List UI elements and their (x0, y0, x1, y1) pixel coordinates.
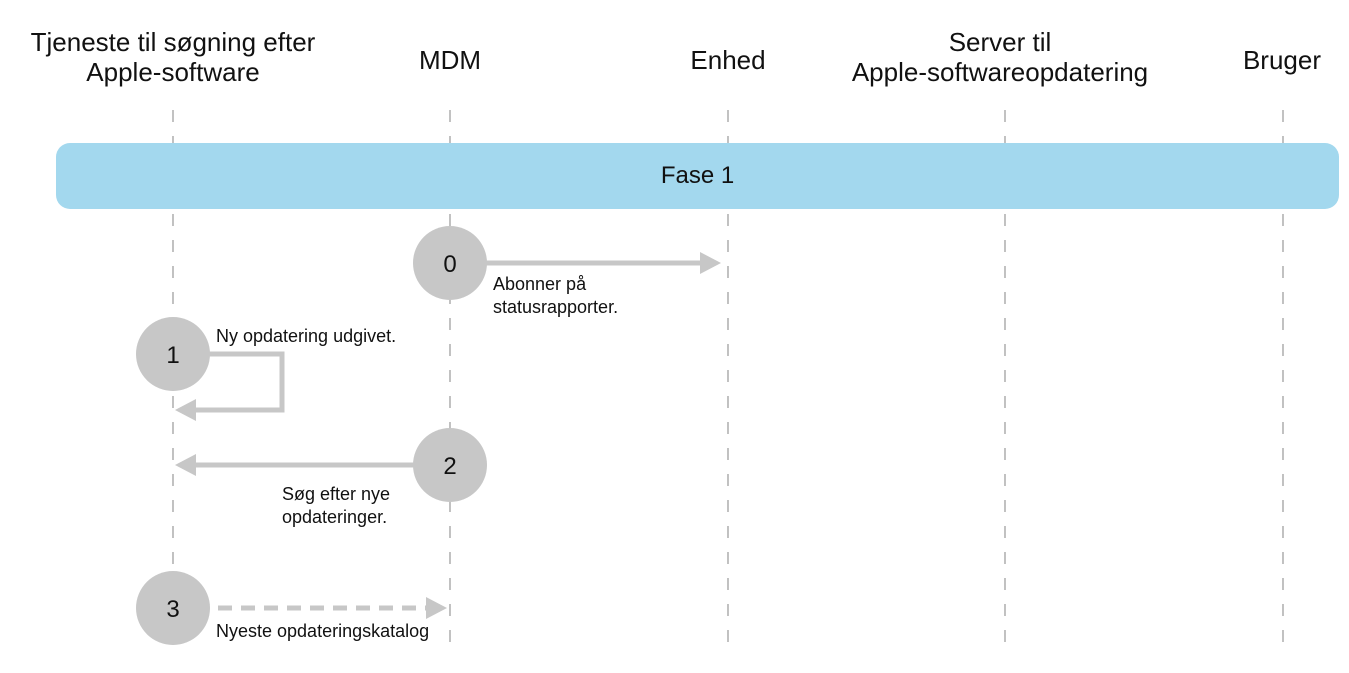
step-1-arrow (194, 351, 285, 413)
lane-title-line: Apple-software (86, 57, 260, 87)
lane-title-device: Enhed (648, 45, 808, 75)
step-3-circle: 3 (136, 571, 210, 645)
step-2-arrowhead (175, 454, 196, 476)
step-label-line: statusrapporter. (493, 297, 619, 317)
lane-title-line: Apple-softwareopdatering (851, 57, 1149, 87)
step-1-label: Ny opdatering udgivet. (216, 325, 396, 348)
step-0-number: 0 (443, 251, 456, 278)
step-label-line: Abonner på (493, 274, 587, 294)
lane-title-line: Bruger (1242, 45, 1322, 75)
step-label-line: Nyeste opdateringskatalog (216, 621, 430, 641)
step-label-line: opdateringer. (282, 507, 388, 527)
step-3-arrowhead (426, 597, 447, 619)
lane-title-line: Server til (948, 27, 1052, 57)
step-label-line: Søg efter nye (282, 484, 391, 504)
step-2-label: Søg efter nye opdateringer. (282, 483, 390, 529)
step-3-label: Nyeste opdateringskatalog (216, 620, 429, 643)
step-2-circle: 2 (413, 428, 487, 502)
step-0-arrowhead (700, 252, 721, 274)
lane-title-user: Bruger (1220, 45, 1344, 75)
lane-title-line: MDM (418, 45, 482, 75)
lane-title-mdm: MDM (370, 45, 530, 75)
step-3-number: 3 (166, 596, 179, 623)
step-1-arrowhead (175, 399, 196, 421)
step-1-circle: 1 (136, 317, 210, 391)
phase-bar (56, 143, 1339, 209)
lane-title-line: Tjeneste til søgning efter (30, 27, 316, 57)
step-1-number: 1 (166, 342, 179, 369)
step-label-line: Ny opdatering udgivet. (216, 326, 397, 346)
step-0-label: Abonner på statusrapporter. (493, 273, 618, 319)
lane-title-update-server: Server til Apple-softwareopdatering (820, 27, 1180, 87)
step-0-circle: 0 (413, 226, 487, 300)
lane-title-line: Enhed (690, 45, 766, 75)
phase-label: Fase 1 (660, 162, 735, 189)
step-2-number: 2 (443, 453, 456, 480)
lane-title-search-service: Tjeneste til søgning efter Apple-softwar… (0, 27, 346, 87)
